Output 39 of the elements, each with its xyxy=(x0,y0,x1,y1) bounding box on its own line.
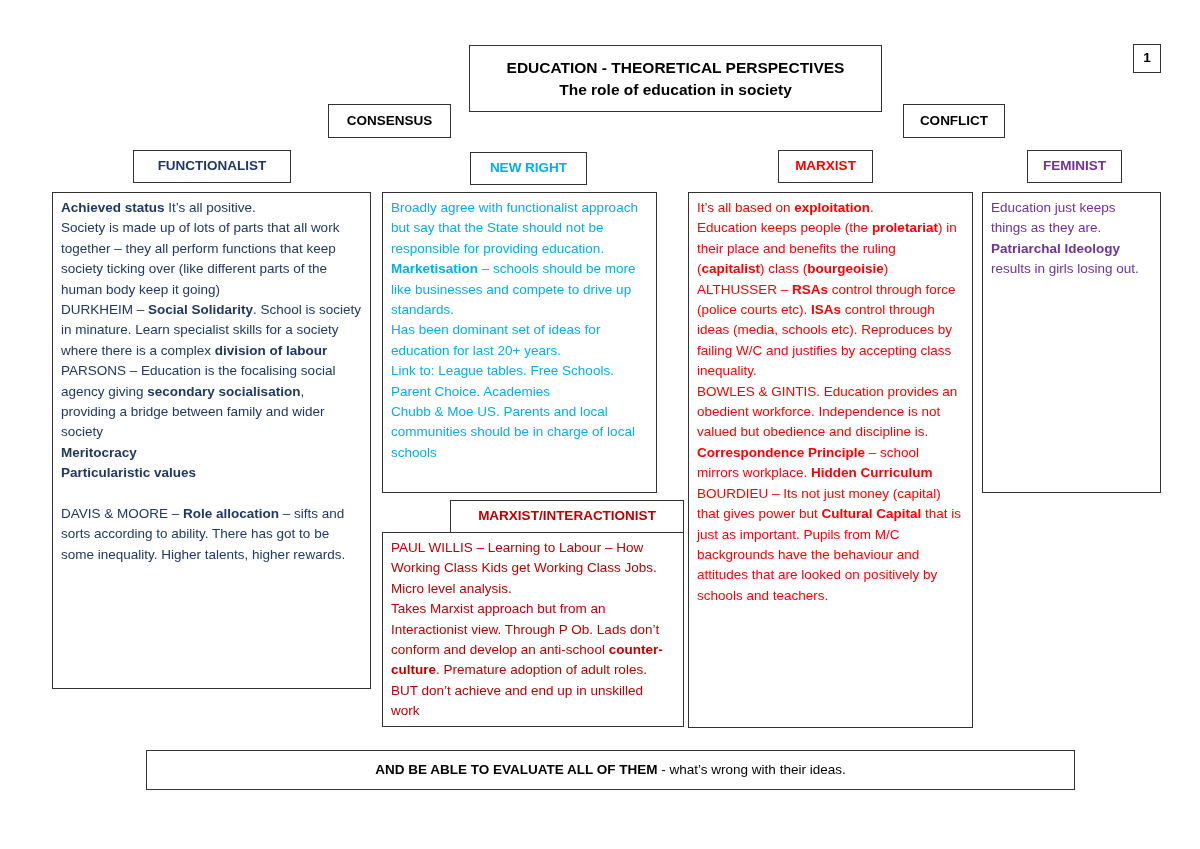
section-heading: FUNCTIONALIST xyxy=(133,150,291,183)
paragraph: Marketisation – schools should be more like businesses and compete to drive up standards. xyxy=(391,260,637,320)
text-panel xyxy=(382,192,657,493)
paragraph: Particularistic values xyxy=(61,464,198,483)
paragraph: DAVIS & MOORE – Role allocation – sifts and sorts according to ability. There has got to be some inequality. Higher talents, higher rewards. xyxy=(61,505,347,564)
paragraph: Education just keeps things as they are. xyxy=(991,199,1117,238)
title-panel xyxy=(469,45,882,112)
paragraph: Patriarchal Ideology results in girls losing out. xyxy=(991,239,1140,279)
title-text: EDUCATION - THEORETICAL PERSPECTIVES xyxy=(506,57,845,78)
paragraph: Achieved status It’s all positive. xyxy=(61,199,257,217)
paragraph: Education keeps people (the proletariat) in their place and benefits the ruling (capitalist) class (bourgeoisie) xyxy=(697,219,958,279)
paragraph: Has been dominant set of ideas for education for last 20+ years. xyxy=(391,321,602,360)
text-panel xyxy=(982,192,1161,493)
paragraph: Correspondence Principle – school mirrors workplace. Hidden Curriculum xyxy=(697,443,934,483)
paragraph: DURKHEIM – Social Solidarity. School is society in minature. Learn specialist skills for a society where there is a complex division of labour xyxy=(61,301,362,360)
paragraph: Meritocracy xyxy=(61,443,138,462)
paragraph: Society is made up of lots of parts that all work together – they all perform functions that keep society ticking over (like different parts of the human body keep it going) xyxy=(61,219,341,299)
paragraph: Takes Marxist approach but from an Interactionist view. Through P Ob. Lads don’t conform and develop an anti-school counter-culture. Premature adoption of adult roles. BUT don’t achieve and end up in unskilled work xyxy=(391,600,664,721)
paragraph: BOURDIEU – Its not just money (capital) that gives power but Cultural Capital that is just as important. Pupils from M/C backgrounds have the behaviour and attitudes that are looked on positively by schools and teachers. xyxy=(697,484,963,605)
paragraph: Link to: League tables. Free Schools. Parent Choice. Academies xyxy=(391,362,615,401)
paragraph: Chubb & Moe US. Parents and local communities should be in charge of local schools xyxy=(391,403,636,462)
paragraph: It’s all based on exploitation. xyxy=(697,199,875,217)
page-number: 1 xyxy=(1133,44,1161,73)
category-heading: CONFLICT xyxy=(903,104,1005,138)
category-heading: CONSENSUS xyxy=(328,104,451,138)
paragraph: PARSONS – Education is the focalising social agency giving secondary socialisation, providing a bridge between family and wider society xyxy=(61,362,337,442)
paragraph: Broadly agree with functionalist approach but say that the State should not be responsible for providing education. xyxy=(391,199,639,258)
instruction-banner: AND BE ABLE TO EVALUATE ALL OF THEM - what’s wrong with their ideas. xyxy=(146,750,1075,790)
text-panel xyxy=(382,532,684,727)
paragraph: BOWLES & GINTIS. Education provides an obedient workforce. Independence is not valued but obedience and discipline is. xyxy=(697,382,959,442)
subtitle-text: The role of education in society xyxy=(559,79,792,100)
section-heading: FEMINIST xyxy=(1027,150,1122,183)
section-heading: MARXIST xyxy=(778,150,873,183)
text-panel xyxy=(52,192,371,689)
paragraph: ALTHUSSER – RSAs control through force (police courts etc). ISAs control through ideas (media, schools etc). Reproduces by failing W/C and justifies by accepting class inequality. xyxy=(697,280,957,381)
section-heading: MARXIST/INTERACTIONIST xyxy=(450,500,684,533)
section-heading: NEW RIGHT xyxy=(470,152,587,185)
paragraph: PAUL WILLIS – Learning to Labour – How Working Class Kids get Working Class Jobs. Micro level analysis. xyxy=(391,539,658,598)
text-panel xyxy=(688,192,973,728)
